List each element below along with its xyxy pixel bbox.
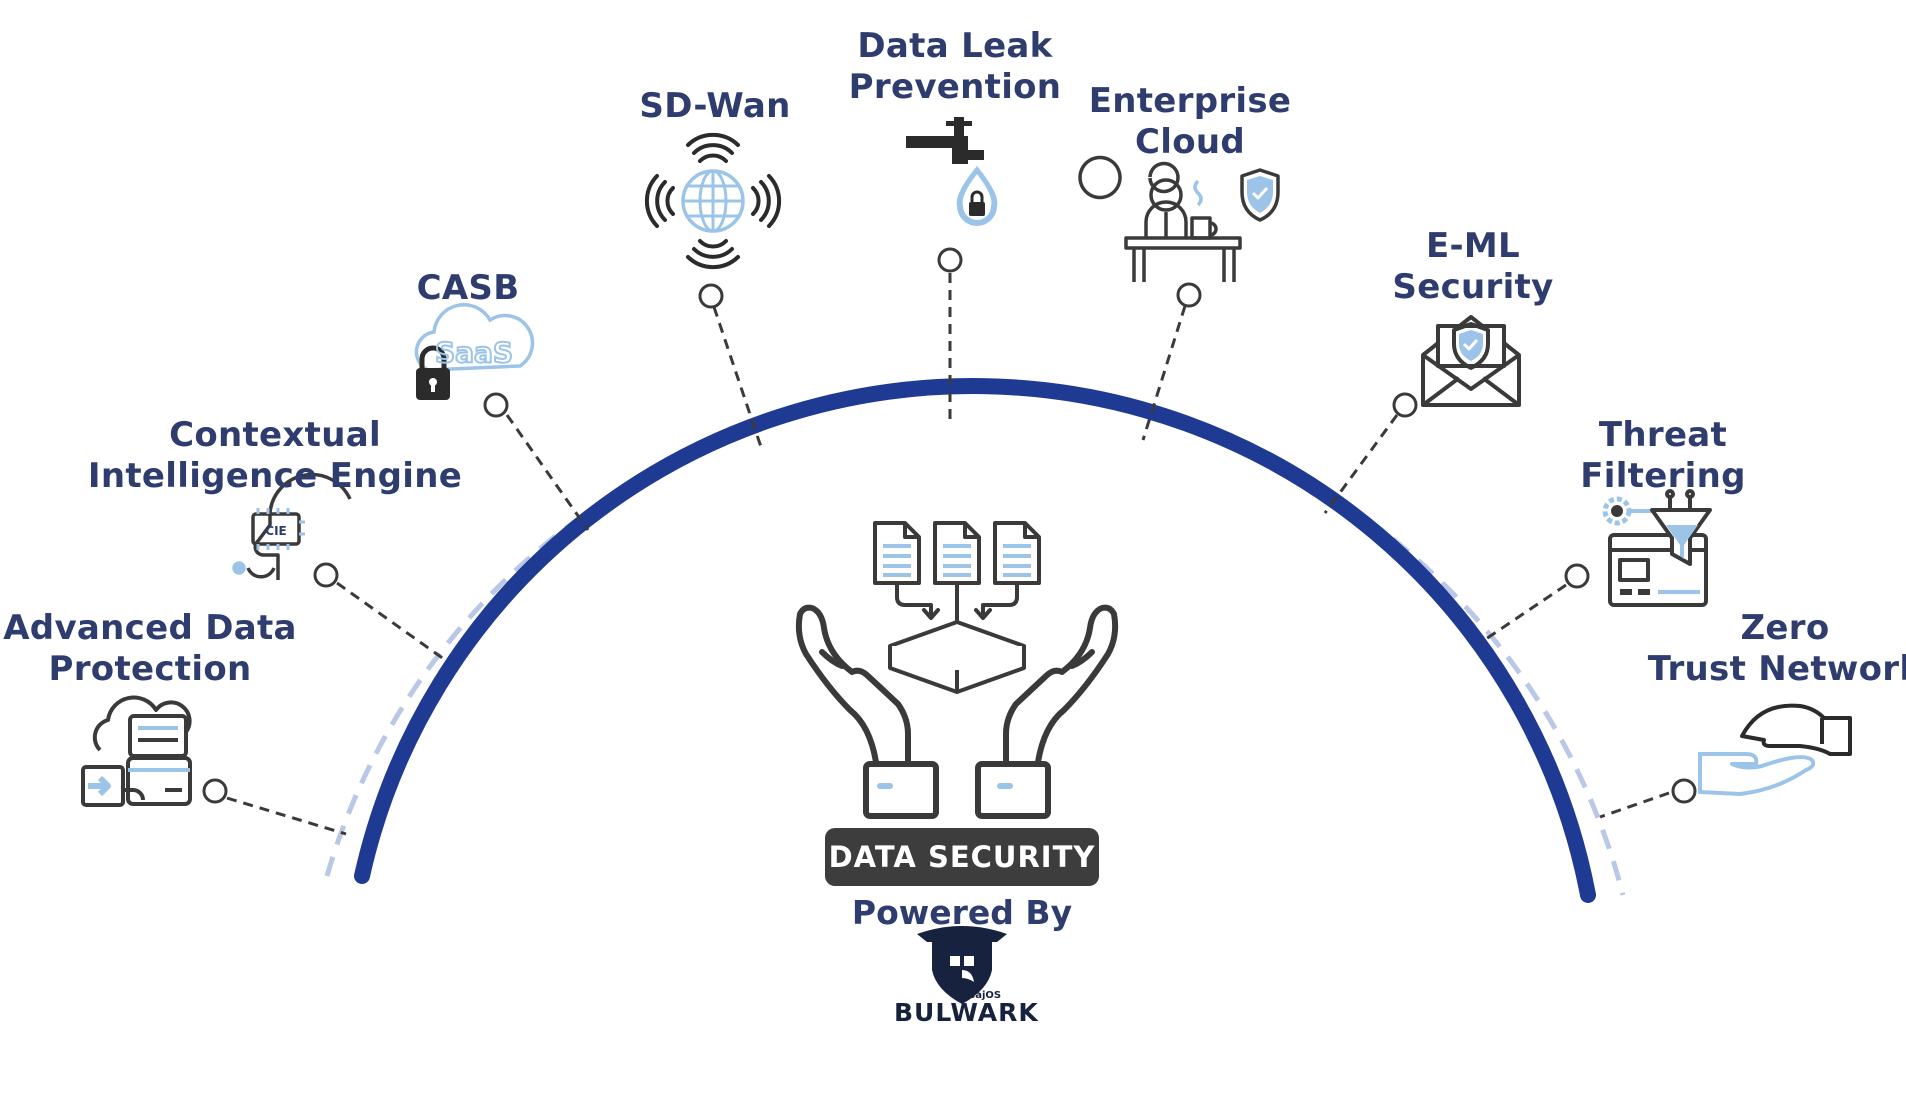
connector-sd-wan <box>712 306 764 451</box>
box-icon <box>888 620 1026 694</box>
brand-name: BULWARK <box>894 998 1039 1027</box>
document-icon-middle <box>933 521 981 585</box>
label-data-leak-prevention: Data Leak Prevention <box>849 26 1062 108</box>
person-desk-shield-icon <box>1078 155 1280 282</box>
label-casb: CASB <box>417 268 520 309</box>
cloud-storage-icon <box>81 695 192 807</box>
label-line: Filtering <box>1580 456 1746 496</box>
globe-signal-icon <box>644 132 782 270</box>
head-chip-icon <box>232 472 352 580</box>
label-line: E-ML <box>1425 226 1521 266</box>
label-line: Enterprise <box>1088 81 1292 121</box>
connector-contextual-intelligence-engine <box>336 581 449 664</box>
connector-casb <box>505 414 590 531</box>
faucet-lock-icon <box>906 117 998 226</box>
label-enterprise-cloud: Enterprise Cloud <box>1089 81 1292 163</box>
brand-sub-text: GajOS <box>967 990 1002 1001</box>
powered-by-text: Powered By <box>851 893 1073 932</box>
node-circle-advanced-data-protection <box>202 778 228 804</box>
label-eml-security: E-ML Security <box>1392 226 1553 308</box>
document-icon-right <box>993 521 1041 585</box>
label-line: Advanced Data <box>3 608 297 648</box>
saas-cloud-text: SaaS <box>435 336 513 369</box>
handshake-icon <box>1698 703 1852 796</box>
connectors <box>226 273 1670 836</box>
connector-enterprise-cloud <box>1141 305 1187 441</box>
label-line: SD-Wan <box>639 86 791 126</box>
label-line: Intelligence Engine <box>87 456 463 496</box>
connector-zero-trust-network <box>1599 791 1670 819</box>
label-contextual-intelligence-engine: Contextual Intelligence Engine <box>88 415 462 497</box>
funnel-filter-icon <box>1602 489 1712 607</box>
label-line: Data Leak <box>857 26 1053 66</box>
connector-threat-filtering <box>1479 583 1567 645</box>
hands-icon <box>795 604 1119 819</box>
label-sd-wan: SD-Wan <box>639 86 790 127</box>
label-line: Cloud <box>1134 122 1246 162</box>
cie-chip-text: CIE <box>265 524 286 538</box>
label-line: Security <box>1392 267 1554 307</box>
envelope-shield-icon <box>1421 315 1521 407</box>
label-advanced-data-protection: Advanced Data Protection <box>3 608 297 690</box>
label-line: Trust Network <box>1647 649 1906 689</box>
label-line: Protection <box>48 649 252 689</box>
node-circle-zero-trust-network <box>1671 778 1697 804</box>
node-circles <box>202 247 1697 804</box>
label-threat-filtering: Threat Filtering <box>1580 415 1746 497</box>
saas-lock-icon <box>414 303 535 400</box>
node-circle-data-leak-prevention <box>937 247 963 273</box>
label-zero-trust-network: Zero Trust Network <box>1648 608 1906 690</box>
connector-eml-security <box>1323 414 1399 514</box>
label-line: Prevention <box>848 67 1062 107</box>
connector-advanced-data-protection <box>226 796 347 836</box>
main-arc <box>354 378 1596 903</box>
document-icon-left <box>873 521 921 585</box>
data-security-badge: DATA SECURITY <box>825 828 1099 886</box>
label-line: Contextual <box>169 415 381 455</box>
node-circle-threat-filtering <box>1564 563 1590 589</box>
label-line: CASB <box>416 268 520 308</box>
node-circle-enterprise-cloud <box>1176 282 1202 308</box>
label-line: Zero <box>1740 608 1830 648</box>
node-circle-eml-security <box>1392 392 1418 418</box>
label-line: Threat <box>1598 415 1728 455</box>
node-circle-contextual-intelligence-engine <box>313 562 339 588</box>
node-circle-casb <box>483 392 509 418</box>
bulwark-logo-icon <box>917 926 1007 1004</box>
node-circle-sd-wan <box>698 283 724 309</box>
arrows-icon <box>895 581 1019 647</box>
